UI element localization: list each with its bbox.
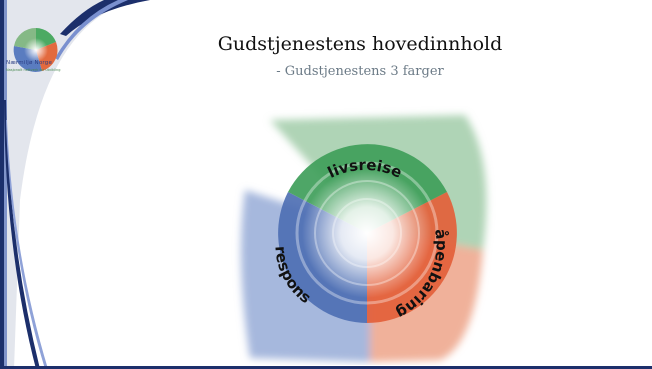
slide-subtitle: - Gudstjenestens 3 farger <box>276 64 444 79</box>
slide-title: Gudstjenestens hovedinnhold <box>217 33 503 55</box>
left-frame-decoration <box>0 0 150 369</box>
bottom-border <box>0 366 652 369</box>
color-wheel-diagram: livsreise åpenbaring respons <box>241 115 487 362</box>
logo-icon <box>13 27 58 72</box>
logo-tagline: Nasjonalt nettverk for utvikling <box>6 68 61 72</box>
logo-name: Nærmiljø Norge <box>6 60 53 66</box>
